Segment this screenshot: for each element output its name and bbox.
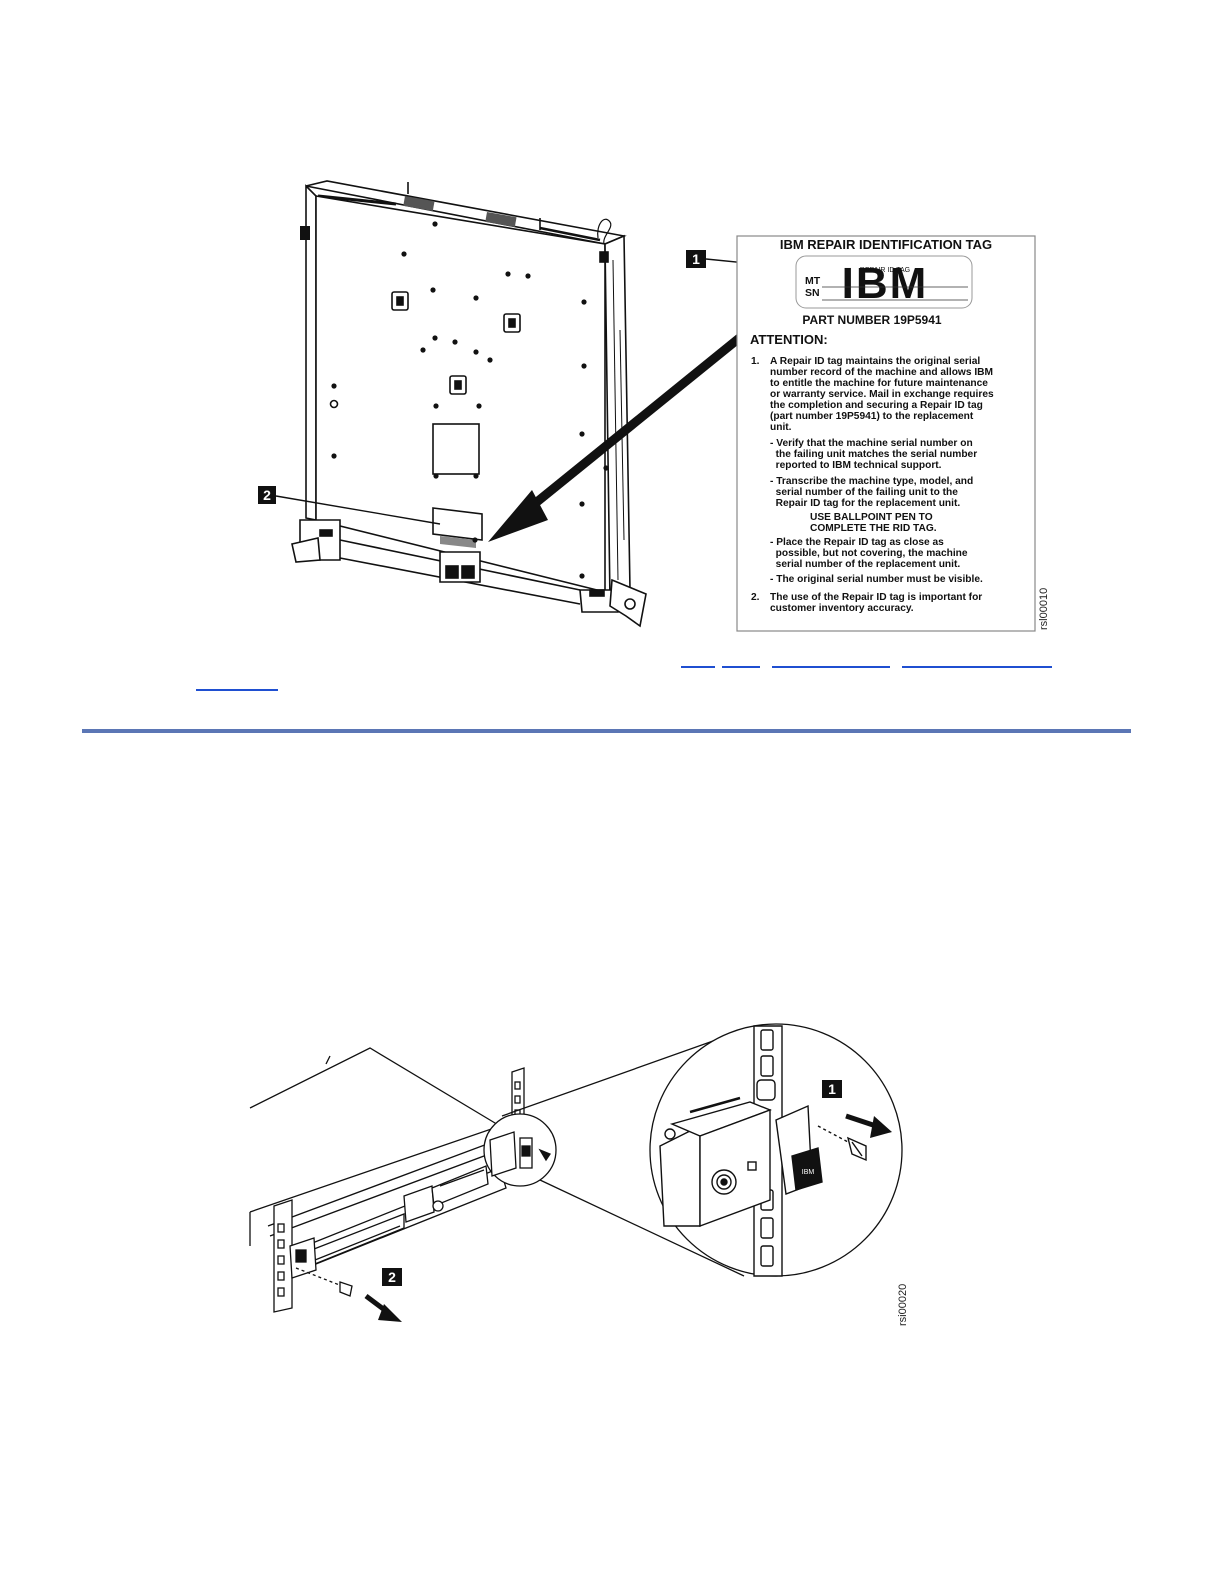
magnified-bracket-view [659,1025,892,1277]
tag-part-number: PART NUMBER 19P5941 [802,313,941,327]
fig2-callout-1: 1 [822,1080,842,1098]
tag-bullet-b-line: Repair ID tag for the replacement unit. [770,498,960,509]
tag-item1-number: 1. [751,356,760,367]
tag-bullet-a-line: the failing unit matches the serial numb… [770,449,977,460]
tag-bullet-d: - The original serial number must be vis… [770,574,983,585]
tag-sn-label: SN [805,287,820,299]
callout-2: 2 [258,486,441,525]
repair-id-tag-panel: IBM REPAIR IDENTIFICATION TAG IBM REPAIR… [736,235,1036,632]
fig2-callout-2-label: 2 [388,1269,396,1285]
link-underline[interactable] [772,666,890,668]
fig2-callout-1-label: 1 [828,1081,836,1097]
link-underline[interactable] [902,666,1052,668]
tag-inner-label: REPAIR ID TAG [860,267,910,274]
fig2-screw-2 [295,1267,402,1322]
callout-1-label: 1 [692,251,700,267]
tag-bullet-b-line: - Transcribe the machine type, model, an… [770,476,973,487]
tag-item1-line: number record of the machine and allows … [770,367,993,378]
tag-item1-line: unit. [770,422,792,433]
tag-item2-line: customer inventory accuracy. [770,603,914,614]
section-divider [82,729,1131,733]
tag-item1-line: to entitle the machine for future mainte… [770,378,988,389]
figure2-id: rsi00020 [897,1284,909,1326]
link-underline[interactable] [722,666,760,668]
tag-mt-label: MT [805,275,821,287]
tag-bullet-c-line: possible, but not covering, the machine [770,548,968,559]
tag-pen-line: COMPLETE THE RID TAG. [810,523,937,534]
tag-pen-line: USE BALLPOINT PEN TO [810,512,933,523]
bracket-ibm-logo: IBM [802,1169,815,1176]
tag-item1-line: or warranty service. Mail in exchange re… [770,389,994,400]
tag-bullet-c-line: serial number of the replacement unit. [770,559,960,570]
link-underline[interactable] [681,666,715,668]
figure1-id: rsl00010 [1038,588,1050,630]
fig2-callout-2: 2 [382,1268,402,1286]
tag-item2-line: The use of the Repair ID tag is importan… [770,592,982,603]
tag-title: IBM REPAIR IDENTIFICATION TAG [780,237,992,252]
tag-attention: ATTENTION: [750,332,828,347]
tag-item1-line: the completion and securing a Repair ID … [770,400,983,411]
tag-bullet-c-line: - Place the Repair ID tag as close as [770,537,944,548]
callout-2-label: 2 [263,487,271,503]
link-underline[interactable] [196,689,278,691]
tag-item1-line: (part number 19P5941) to the replacement [770,411,974,422]
tag-bullet-b-line: serial number of the failing unit to the [770,487,958,498]
tag-item1-line: A Repair ID tag maintains the original s… [770,356,980,367]
tag-bullet-a-line: - Verify that the machine serial number … [770,438,973,449]
tag-bullet-a-line: reported to IBM technical support. [770,460,942,471]
server-chassis-illustration [291,180,647,628]
tag-item2-number: 2. [751,592,760,603]
